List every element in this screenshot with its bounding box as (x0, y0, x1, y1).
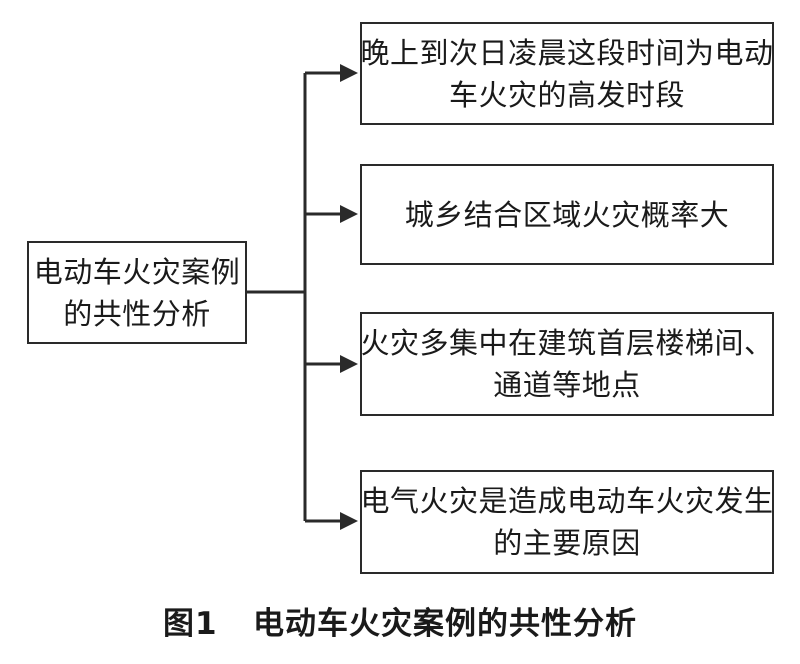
branch-node-4: 电气火灾是造成电动车火灾发生 的主要原因 (360, 470, 774, 574)
branch-node-1-line-2: 车火灾的高发时段 (449, 77, 686, 112)
branch-node-2: 城乡结合区域火灾概率大 (360, 164, 774, 265)
branch-4-arrowhead (340, 512, 358, 530)
branch-node-4-text: 电气火灾是造成电动车火灾发生 的主要原因 (361, 480, 774, 564)
root-node-line-1: 电动车火灾案例 (33, 254, 241, 289)
figure-number: 图1 (163, 606, 218, 642)
branch-1-arrowhead (340, 64, 358, 82)
root-node-line-2: 的共性分析 (63, 296, 211, 331)
branch-node-2-line-1: 城乡结合区域火灾概率大 (404, 197, 730, 232)
root-node-text: 电动车火灾案例 的共性分析 (34, 251, 241, 335)
branch-node-3: 火灾多集中在建筑首层楼梯间、 通道等地点 (360, 312, 774, 416)
branch-node-3-line-1: 火灾多集中在建筑首层楼梯间、 (360, 326, 774, 360)
branch-node-2-text: 城乡结合区域火灾概率大 (405, 194, 730, 236)
branch-node-3-text: 火灾多集中在建筑首层楼梯间、 通道等地点 (361, 322, 774, 406)
branch-2-arrowhead (340, 205, 358, 223)
branch-node-1-text: 晚上到次日凌晨这段时间为电动 车火灾的高发时段 (361, 32, 774, 116)
branch-node-1-line-1: 晚上到次日凌晨这段时间为电动 (360, 35, 774, 70)
figure-title: 电动车火灾案例的共性分析 (252, 606, 637, 642)
branch-3-arrowhead (340, 355, 358, 373)
branch-node-4-line-1: 电气火灾是造成电动车火灾发生 (360, 484, 774, 518)
figure-caption: 图1 电动车火灾案例的共性分析 (0, 598, 800, 643)
branch-node-3-line-2: 通道等地点 (493, 368, 641, 402)
root-node: 电动车火灾案例 的共性分析 (27, 241, 247, 344)
branch-node-4-line-2: 的主要原因 (493, 526, 641, 560)
branch-node-1: 晚上到次日凌晨这段时间为电动 车火灾的高发时段 (360, 22, 774, 125)
